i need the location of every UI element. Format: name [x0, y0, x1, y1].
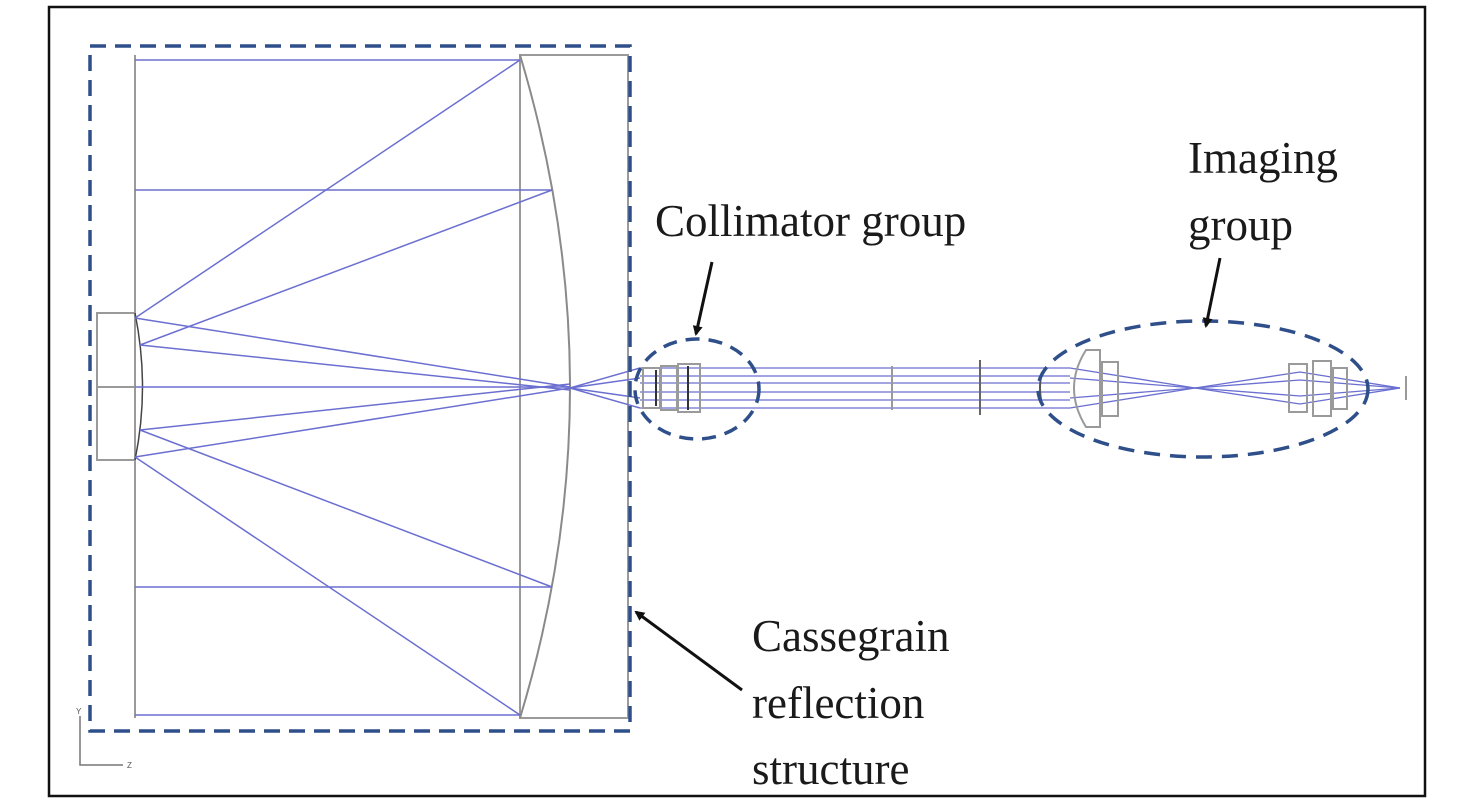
- cassegrain-dashed-outline: [88, 44, 632, 733]
- cassegrain-arrow: [634, 610, 743, 692]
- relay-rays: [640, 367, 1401, 409]
- collimator-arrow: [692, 261, 714, 336]
- axis-y-label: Y: [76, 707, 82, 716]
- axis-orientation-icon: Y Z: [76, 707, 132, 770]
- figure-frame: [47, 5, 1427, 798]
- axis-z-label: Z: [127, 761, 132, 770]
- imaging-label-line2: group: [1188, 200, 1293, 250]
- imaging-lenses: [1073, 349, 1407, 428]
- cassegrain-structure: [88, 44, 641, 733]
- collimator-dashed-ellipse: [633, 337, 761, 441]
- collimator-label: Collimator group: [655, 196, 966, 246]
- imaging-arrow: [1202, 257, 1222, 328]
- collimator-lenses: [642, 363, 701, 413]
- cassegrain-rays: [134, 59, 641, 716]
- cassegrain-label-line1: Cassegrain: [752, 611, 949, 661]
- imaging-label-line1: Imaging: [1188, 133, 1338, 183]
- cassegrain-label-line3: structure: [752, 744, 909, 794]
- cassegrain-label-line2: reflection: [752, 678, 924, 728]
